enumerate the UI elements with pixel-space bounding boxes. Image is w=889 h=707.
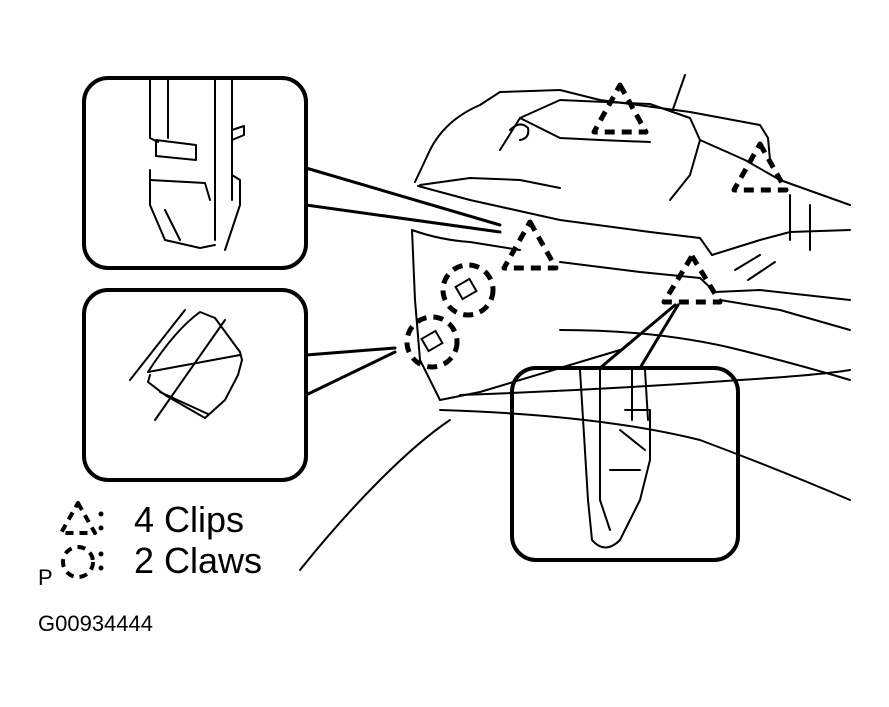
claw-detail-callout (82, 288, 397, 482)
legend-claws-prefix: P (38, 565, 53, 590)
clip-detail-callout (82, 76, 502, 270)
legend-claws-label: 2 Claws (134, 540, 263, 581)
dashed-triangle-icon (59, 501, 97, 535)
clip-marker-front-right (661, 253, 723, 305)
clip-marker-top (591, 82, 649, 135)
claw-marker-lower (404, 314, 460, 370)
figure-code: G00934444 (38, 611, 153, 636)
console-assembly (299, 74, 851, 571)
clip-marker-right (731, 141, 789, 193)
dashed-circle-icon (61, 545, 95, 579)
legend-clips-label: 4 Clips (134, 499, 245, 540)
clip-marker-front-left (501, 219, 559, 271)
clip-detail-callout-right (510, 303, 740, 562)
claw-marker-upper (440, 262, 496, 318)
